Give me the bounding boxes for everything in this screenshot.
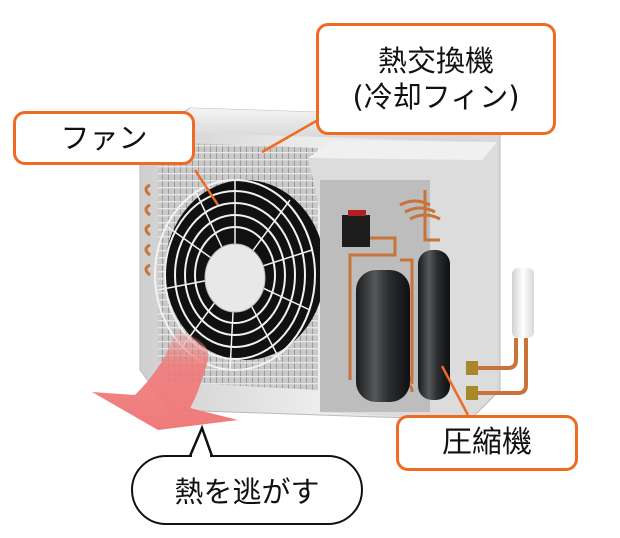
callout-tail-join (192, 454, 210, 458)
compressor (356, 270, 410, 402)
relay (342, 215, 370, 247)
heat-release-callout-text: 熱を逃がす (174, 475, 320, 509)
heat-exchanger-label-line1: 熱交換機 (377, 43, 494, 78)
fan (154, 179, 325, 371)
heat-exchanger-label-line2: (冷却フィン) (352, 80, 520, 114)
heat-release-callout: 熱を逃がす (131, 455, 363, 525)
heat-arrow (92, 330, 238, 430)
fan-label-text: ファン (60, 120, 148, 155)
copper-pipes (348, 190, 441, 393)
left-coil-bends (144, 183, 151, 277)
compressor-label-text: 圧縮機 (442, 425, 532, 461)
compressor-leader-line (440, 365, 470, 416)
insulated-pipe (512, 268, 534, 338)
compressor-compartment (308, 140, 497, 420)
compressor-label: 圧縮機 (396, 415, 578, 471)
callout-tail (188, 424, 214, 457)
heat-exchanger-leader-line (261, 118, 319, 154)
accumulator (418, 250, 450, 400)
service-valves (466, 268, 534, 400)
heat-exchanger-label: 熱交換機 (冷却フィン) (316, 23, 556, 135)
fan-leader-line (193, 169, 220, 206)
fan-label: ファン (13, 111, 195, 165)
leader-lines (193, 118, 470, 416)
